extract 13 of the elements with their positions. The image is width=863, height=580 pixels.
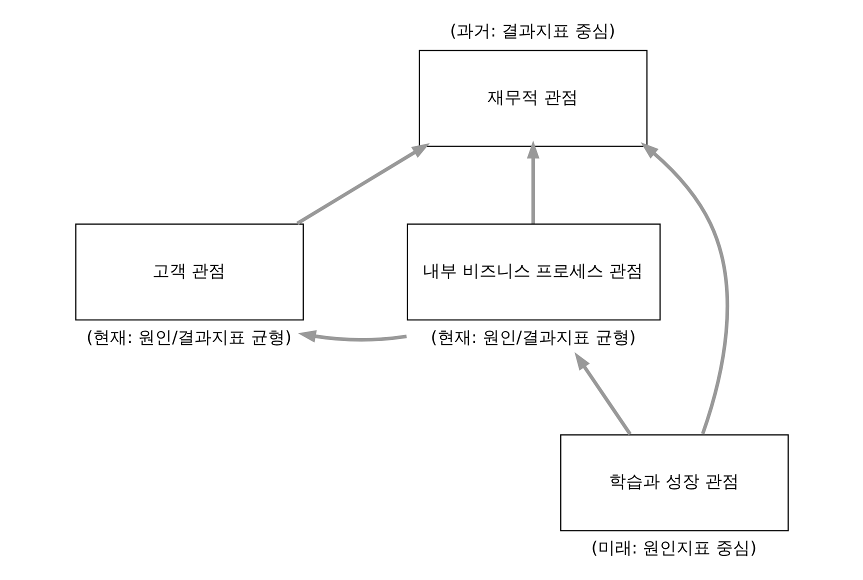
arrow xyxy=(297,330,406,343)
node-label: (현재: 원인/결과지표 균형) xyxy=(86,326,292,347)
node-box: 재무적 관점 xyxy=(418,50,648,147)
arrow xyxy=(640,142,729,434)
node-box: 학습과 성장 관점 xyxy=(560,434,788,532)
arrow xyxy=(526,140,539,224)
node-label: (미래: 원인지표 중심) xyxy=(590,538,756,558)
arrow xyxy=(296,143,430,225)
node-label: (과거: 결과지표 중심) xyxy=(449,20,615,40)
arrow xyxy=(574,352,632,436)
node-box: 고객 관점 xyxy=(74,224,304,321)
node-box: 내부 비즈니스 프로세스 관점 xyxy=(406,224,660,321)
node-label: (현재: 원인/결과지표 균형) xyxy=(430,326,636,347)
